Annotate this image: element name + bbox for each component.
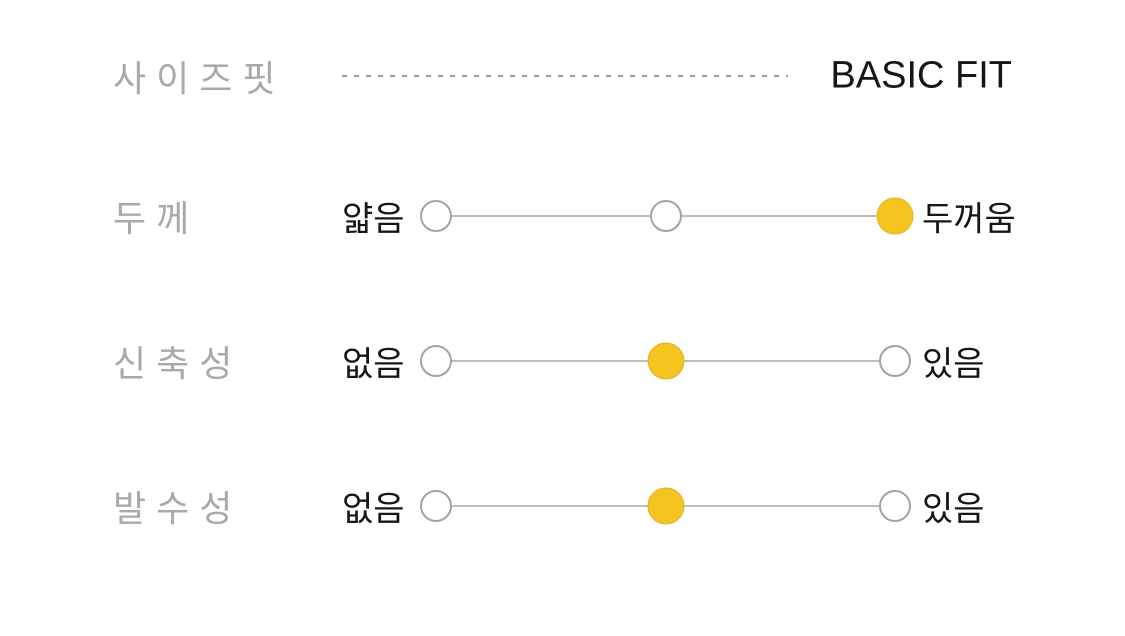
scale-max-label: 있음 xyxy=(922,345,985,384)
scale-max-label: 있음 xyxy=(922,490,985,529)
scale-dot-low xyxy=(420,345,452,377)
scale-dot-high xyxy=(879,490,911,522)
scale-min-label: 없음 xyxy=(342,490,405,529)
scale-dot-low xyxy=(420,200,452,232)
scale-dot-high xyxy=(876,197,914,235)
scale-min-label: 없음 xyxy=(342,345,405,384)
attribute-row-thickness: 두께 얇음 두꺼움 xyxy=(0,178,1125,254)
scale-min-label: 얇음 xyxy=(342,200,405,239)
scale-max-label: 두꺼움 xyxy=(922,200,1016,239)
attribute-label: 두께 xyxy=(113,198,200,239)
scale-dot-high xyxy=(879,345,911,377)
size-fit-row: 사이즈핏 BASIC FIT xyxy=(0,38,1125,114)
attribute-label: 발수성 xyxy=(113,488,243,529)
scale-dot-mid xyxy=(647,487,684,525)
dashed-divider xyxy=(342,75,788,77)
size-fit-label: 사이즈핏 xyxy=(113,58,286,99)
scale-track xyxy=(420,341,911,381)
attribute-row-elasticity: 신축성 없음 있음 xyxy=(0,323,1125,399)
scale-track xyxy=(420,196,914,236)
scale-dot-mid xyxy=(647,342,684,380)
attribute-label: 신축성 xyxy=(113,343,243,384)
scale-dot-mid xyxy=(649,200,682,232)
scale-dot-low xyxy=(420,490,452,522)
size-fit-value: BASIC FIT xyxy=(830,54,1012,97)
scale-track xyxy=(420,486,911,526)
attribute-row-water-repellency: 발수성 없음 있음 xyxy=(0,468,1125,544)
